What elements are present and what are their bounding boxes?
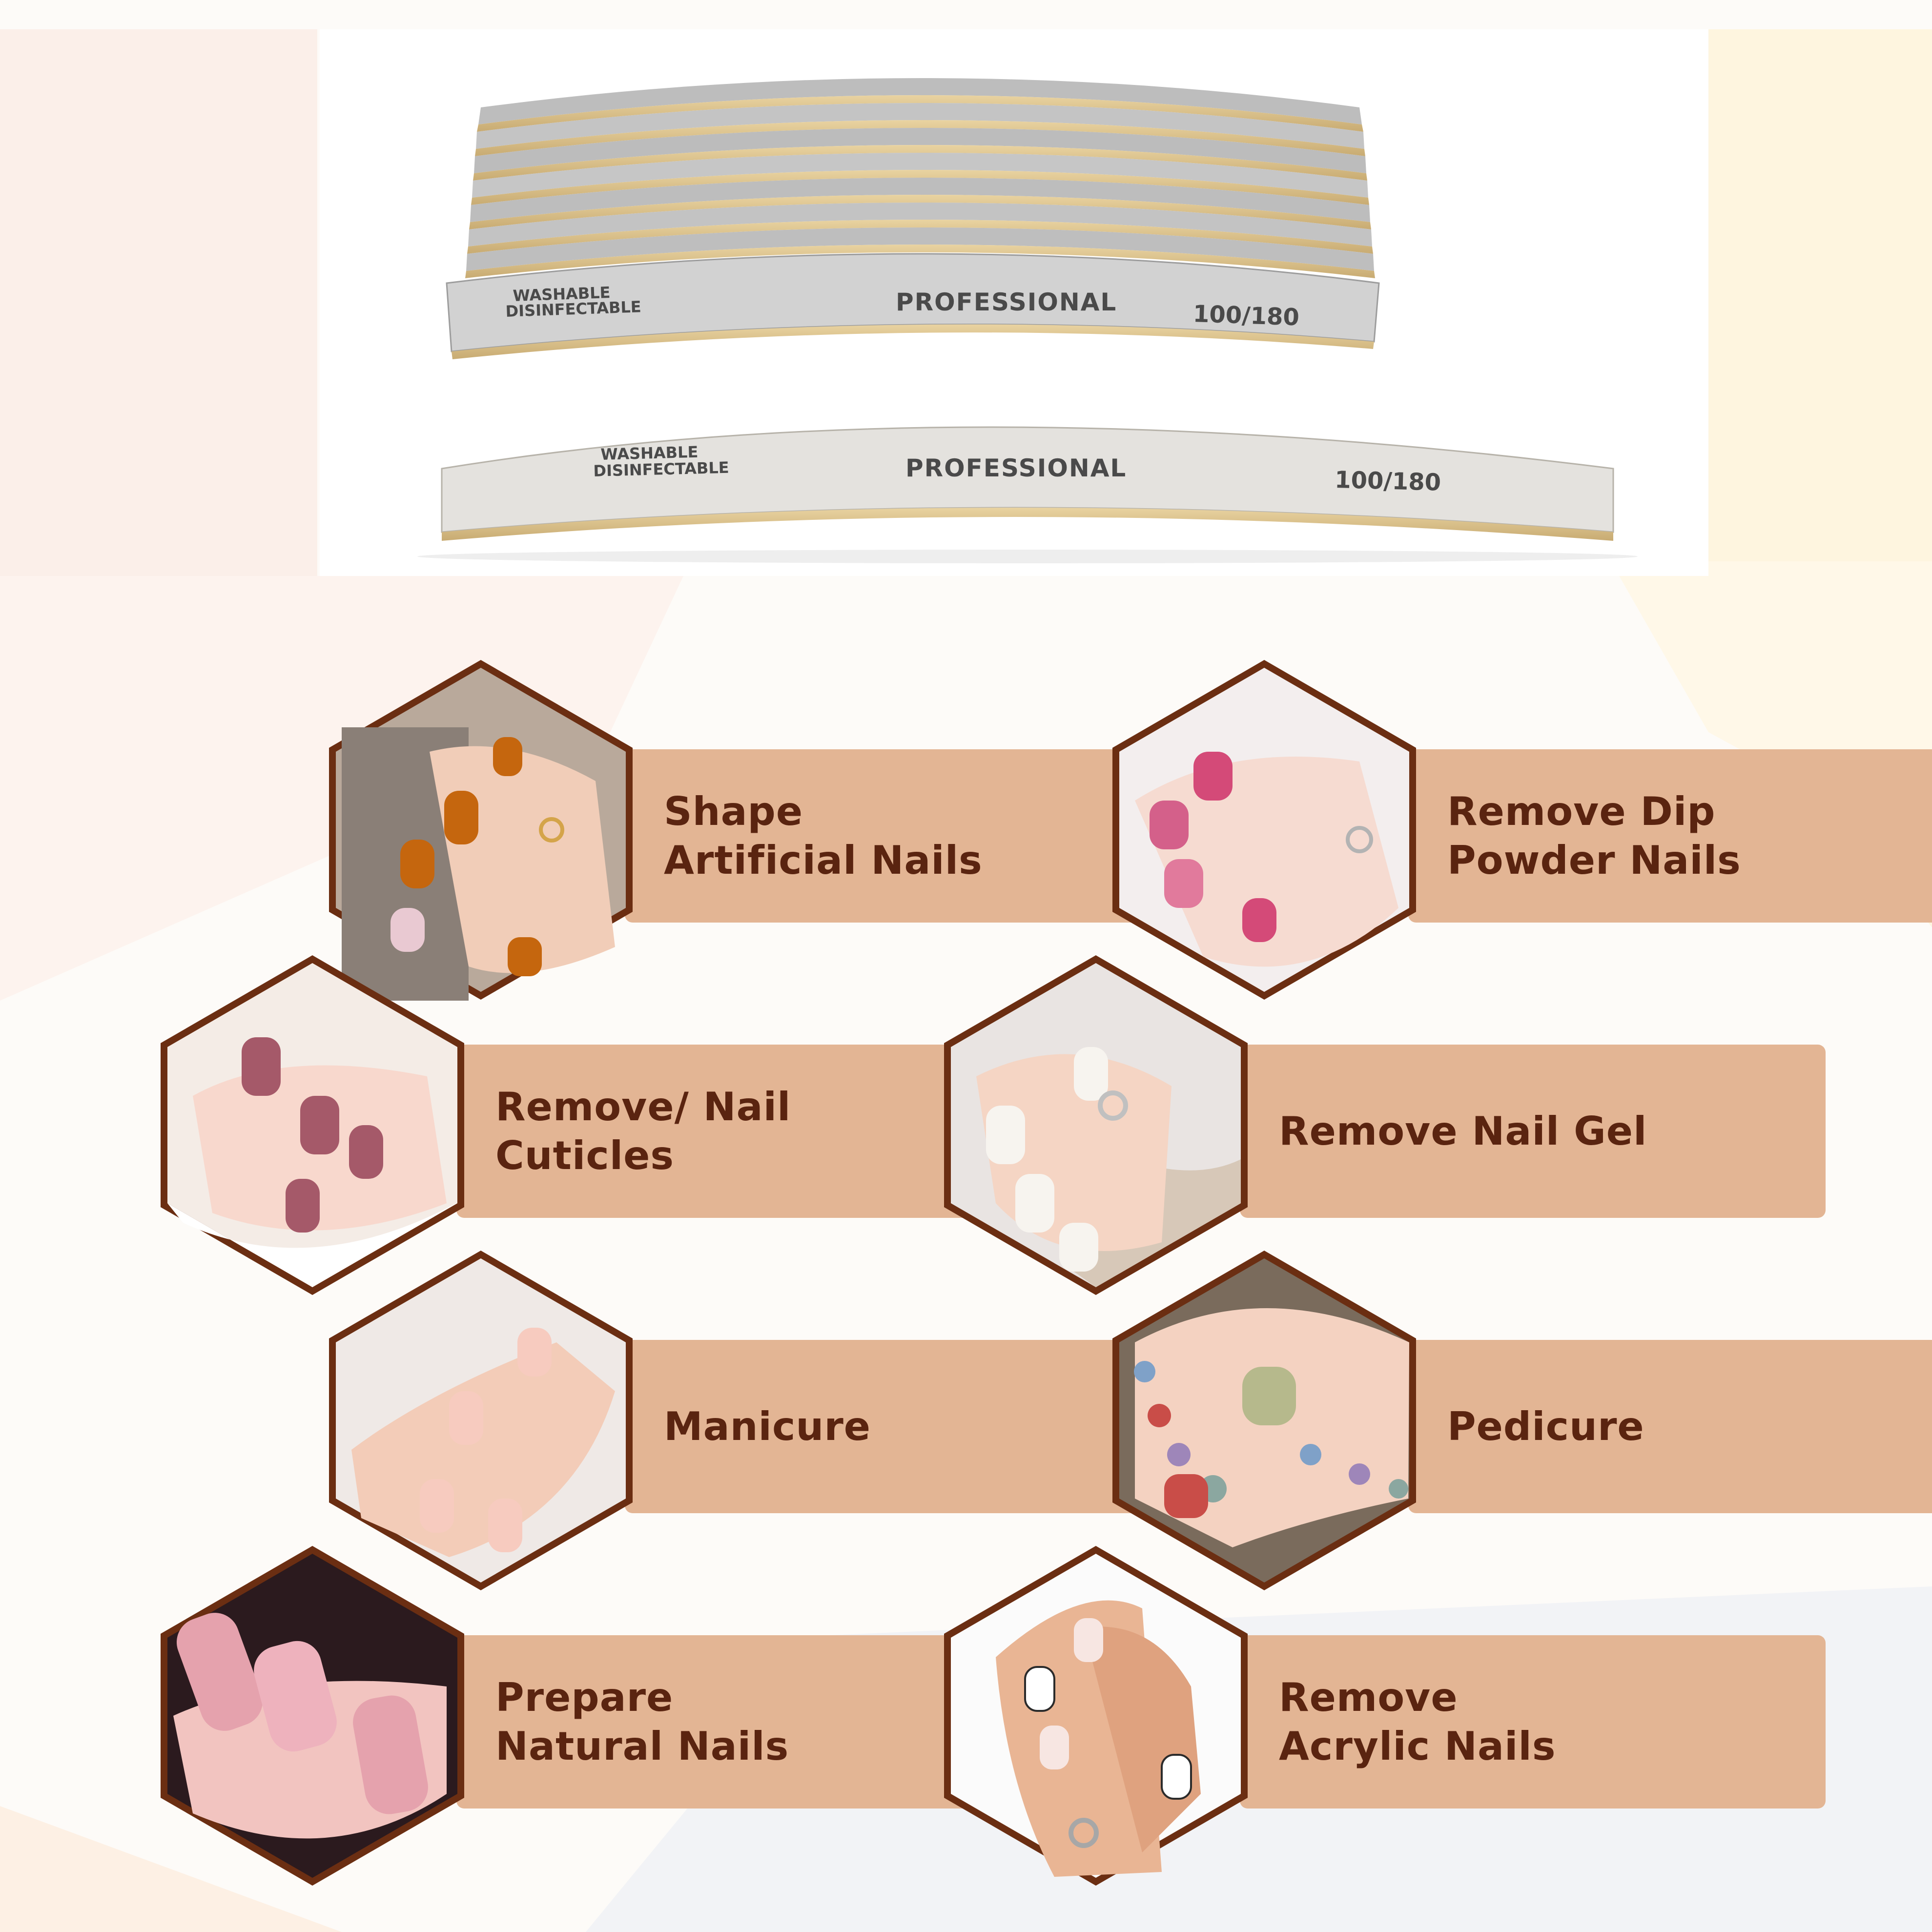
feature-remove-dip-powder-nails: Remove Dip Powder Nails bbox=[1106, 654, 1932, 1006]
feature-label: Remove Dip Powder Nails bbox=[1447, 788, 1741, 883]
feature-label-box: Remove Nail Gel bbox=[1240, 1045, 1826, 1218]
hand-pink-ombre-nails-photo bbox=[1106, 654, 1423, 1006]
feature-label: Manicure bbox=[664, 1403, 871, 1449]
feature-label: Remove Nail Gel bbox=[1279, 1108, 1647, 1154]
feature-label: Remove Acrylic Nails bbox=[1279, 1674, 1556, 1769]
single-brand-label: PROFESSIONAL bbox=[905, 454, 1127, 482]
hand-pink-glitter-nails-photo bbox=[154, 1540, 471, 1891]
stack-grit-label: 100/180 bbox=[1192, 300, 1300, 331]
feature-label-box: Remove Dip Powder Nails bbox=[1408, 749, 1932, 923]
feature-remove-nail-gel: Remove Nail Gel bbox=[937, 949, 1840, 1301]
feet-pastel-toenails-photo bbox=[1106, 1245, 1423, 1596]
feature-label: Remove/ Nail Cuticles bbox=[495, 1084, 791, 1178]
feature-label: Prepare Natural Nails bbox=[495, 1674, 789, 1769]
hand-orange-nails-photo bbox=[322, 654, 639, 1006]
product-photo-panel: WASHABLE DISINFECTABLE PROFESSIONAL 100/… bbox=[320, 29, 1708, 576]
feature-remove-acrylic-nails: Remove Acrylic Nails bbox=[937, 1540, 1840, 1891]
nail-file-stack-illustration bbox=[417, 78, 1638, 563]
feature-pedicure: Pedicure bbox=[1106, 1245, 1932, 1596]
feature-label-box: Remove Acrylic Nails bbox=[1240, 1635, 1826, 1809]
feature-prepare-natural-nails: Prepare Natural Nails bbox=[154, 1540, 1057, 1891]
feature-label: Shape Artificial Nails bbox=[664, 788, 983, 883]
single-grit-label: 100/180 bbox=[1334, 466, 1441, 496]
single-disinfectable-label: DISINFECTABLE bbox=[593, 458, 730, 480]
feature-remove-nail-cuticles: Remove/ Nail Cuticles bbox=[154, 949, 1057, 1301]
stack-brand-label: PROFESSIONAL bbox=[896, 288, 1117, 316]
feature-manicure: Manicure bbox=[322, 1245, 1225, 1596]
feature-label-box: Pedicure bbox=[1408, 1340, 1932, 1513]
hand-mauve-nails-photo bbox=[154, 949, 471, 1301]
feature-label: Pedicure bbox=[1447, 1403, 1644, 1449]
hands-leopard-nails-photo bbox=[937, 1540, 1254, 1891]
hand-white-nails-photo bbox=[937, 949, 1254, 1301]
hands-nude-nails-photo bbox=[322, 1245, 639, 1596]
